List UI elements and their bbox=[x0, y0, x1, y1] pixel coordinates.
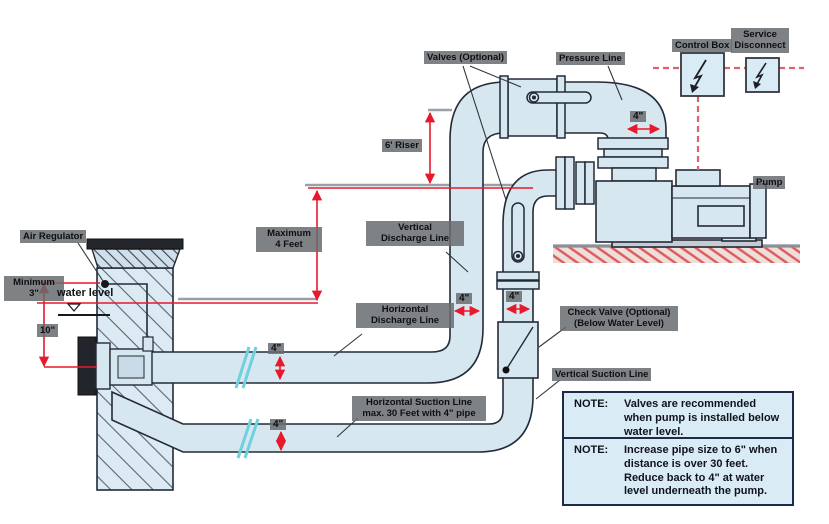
label-line: Discharge Line bbox=[370, 315, 440, 327]
check-valve bbox=[497, 321, 539, 379]
pipe-union bbox=[496, 271, 540, 281]
note-text: Increase pipe size to 6" when distance i… bbox=[624, 444, 778, 498]
label-pipe-size-pump-discharge: 4" bbox=[630, 111, 647, 122]
label-line: Check Valve (Optional) bbox=[567, 307, 671, 318]
label-control-box: Control Box bbox=[672, 39, 733, 53]
wall-fitting bbox=[77, 336, 154, 396]
label-vertical-suction: Vertical Suction Line bbox=[552, 368, 652, 382]
label-line: Horizontal bbox=[381, 304, 429, 315]
motor-junction-box bbox=[675, 169, 721, 187]
label-line: Disconnect bbox=[734, 40, 786, 52]
label-valves-optional: Valves (Optional) bbox=[424, 51, 508, 65]
reference-lines bbox=[178, 108, 534, 301]
label-line: 3" bbox=[29, 288, 39, 300]
service-disconnect-graphic bbox=[745, 57, 780, 93]
label-riser: 6' Riser bbox=[382, 139, 422, 153]
pipe-break-marks bbox=[234, 346, 260, 459]
pump-graphic bbox=[595, 169, 767, 248]
label-line: (Below Water Level) bbox=[574, 318, 664, 330]
coping-cap bbox=[86, 238, 184, 250]
label-line: Horizontal Suction Line bbox=[365, 397, 473, 408]
label-pump: Pump bbox=[753, 176, 786, 190]
label-line: max. 30 Feet with 4" pipe bbox=[362, 408, 476, 420]
label-horizontal-discharge: Horizontal Discharge Line bbox=[356, 303, 454, 328]
label-line: Service bbox=[743, 29, 777, 40]
label-line: 4 Feet bbox=[275, 239, 303, 251]
note-box-pipe-size: NOTE: Increase pipe size to 6" when dist… bbox=[562, 437, 794, 506]
label-line: Minimum bbox=[13, 277, 55, 288]
air-regulator-tube bbox=[101, 280, 148, 337]
label-minimum-height: Minimum 3" bbox=[4, 276, 64, 301]
label-pipe-size-vertical-suction: 4" bbox=[506, 291, 523, 302]
label-vertical-discharge: Vertical Discharge Line bbox=[366, 221, 464, 246]
valve-handle bbox=[511, 202, 525, 263]
valve-handle bbox=[526, 91, 592, 104]
electrical-wiring bbox=[653, 66, 804, 170]
label-air-regulator: Air Regulator bbox=[20, 230, 87, 244]
label-water-level: water level bbox=[57, 287, 114, 299]
pressure-line-valve bbox=[499, 75, 592, 139]
label-pipe-size-horizontal-suction: 4" bbox=[270, 419, 287, 430]
label-pressure-line: Pressure Line bbox=[556, 52, 625, 66]
label-service-disconnect: Service Disconnect bbox=[731, 28, 789, 53]
label-pipe-size-horizontal-discharge: 4" bbox=[268, 343, 285, 354]
suction-valve bbox=[496, 202, 540, 290]
ground bbox=[553, 244, 800, 263]
label-line: Maximum bbox=[267, 228, 311, 239]
discharge-pressure-pipe bbox=[149, 81, 667, 384]
lightning-bolt-icon bbox=[754, 62, 767, 87]
note-prefix: NOTE: bbox=[574, 444, 609, 456]
air-regulator-port bbox=[101, 280, 109, 288]
lightning-bolt-icon bbox=[692, 59, 707, 91]
note-text: Valves are recommended when pump is inst… bbox=[624, 398, 780, 438]
label-10in-depth: 10" bbox=[37, 324, 59, 338]
water-level-symbol bbox=[58, 303, 110, 316]
motor-end-bracket bbox=[749, 183, 767, 239]
label-line: Vertical bbox=[398, 222, 432, 233]
suction-pipe bbox=[111, 169, 559, 453]
control-box-graphic bbox=[680, 52, 725, 97]
coping-stone bbox=[91, 248, 182, 269]
label-pipe-size-vertical-discharge: 4" bbox=[456, 293, 473, 304]
note-prefix: NOTE: bbox=[574, 398, 609, 410]
label-line: Discharge Line bbox=[380, 233, 450, 245]
label-horizontal-suction: Horizontal Suction Line max. 30 Feet wit… bbox=[352, 396, 486, 421]
pump-suction-flanges bbox=[555, 156, 595, 210]
label-check-valve: Check Valve (Optional) (Below Water Leve… bbox=[560, 306, 678, 331]
label-maximum-height: Maximum 4 Feet bbox=[256, 227, 322, 252]
callout-pointers bbox=[77, 65, 623, 438]
pump-discharge-fittings bbox=[597, 137, 669, 182]
